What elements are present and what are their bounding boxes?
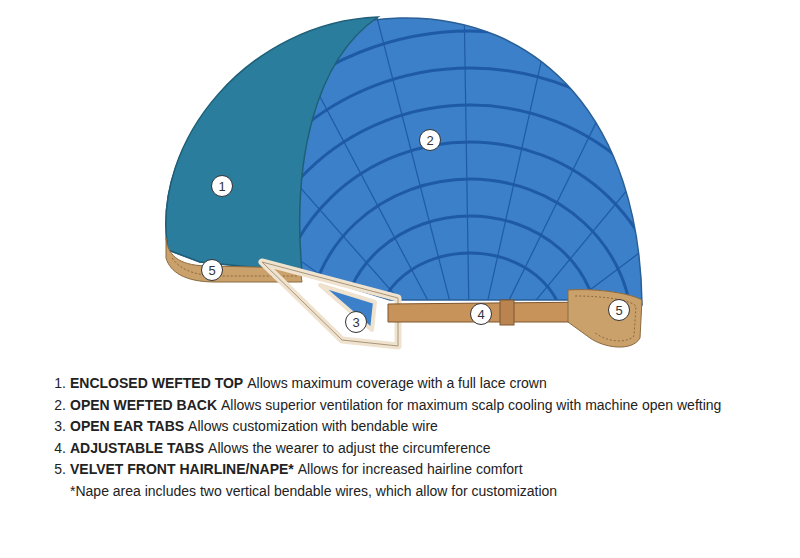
feature-description: Allows superior ventilation for maximum … [221,397,721,413]
callout-number: 4 [477,308,484,321]
callout-number: 5 [208,264,215,277]
stitching [575,296,636,341]
footnote: *Nape area includes two vertical bendabl… [70,481,738,503]
list-number: 1. [48,373,66,395]
feature-description: Allows for increased hairline comfort [298,461,523,477]
callout-number: 5 [615,304,622,317]
list-item: 1.ENCLOSED WEFTED TOPAllows maximum cove… [70,373,738,395]
list-number: 5. [48,459,66,481]
feature-heading: VELVET FRONT HAIRLINE/NAPE* [70,461,294,477]
feature-description: Allows the wearer to adjust the circumfe… [208,440,490,456]
list-number: 3. [48,416,66,438]
feature-heading: OPEN WEFTED BACK [70,397,217,413]
callout-circle: 4 [470,303,492,325]
feature-description: Allows maximum coverage with a full lace… [247,375,547,391]
feature-description: Allows customization with bendable wire [188,418,438,434]
nape-velvet [568,290,642,347]
callout-circle: 5 [201,259,223,281]
enclosed-wefted-top [166,17,378,272]
callout-number: 1 [218,180,225,193]
feature-heading: ENCLOSED WEFTED TOP [70,375,243,391]
tab-buckle [500,300,514,325]
list-number: 2. [48,395,66,417]
list-item: 4.ADJUSTABLE TABSAllows the wearer to ad… [70,438,738,460]
feature-heading: ADJUSTABLE TABS [70,440,204,456]
list-item: 5.VELVET FRONT HAIRLINE/NAPE*Allows for … [70,459,738,481]
feature-list: 1.ENCLOSED WEFTED TOPAllows maximum cove… [70,373,738,502]
list-item: 3.OPEN EAR TABSAllows customization with… [70,416,738,438]
feature-heading: OPEN EAR TABS [70,418,184,434]
callout-number: 3 [352,316,359,329]
list-item: 2.OPEN WEFTED BACKAllows superior ventil… [70,395,738,417]
wefting-lines [80,0,800,380]
callout-number: 2 [426,134,433,147]
callout-circle: 1 [211,175,233,197]
open-wefted-back [166,18,642,305]
list-number: 4. [48,438,66,460]
callout-circle: 5 [608,299,630,321]
callout-circle: 3 [345,311,367,333]
front-velvet-band [166,238,302,282]
callout-circle: 2 [419,129,441,151]
open-ear-tab [262,262,398,346]
